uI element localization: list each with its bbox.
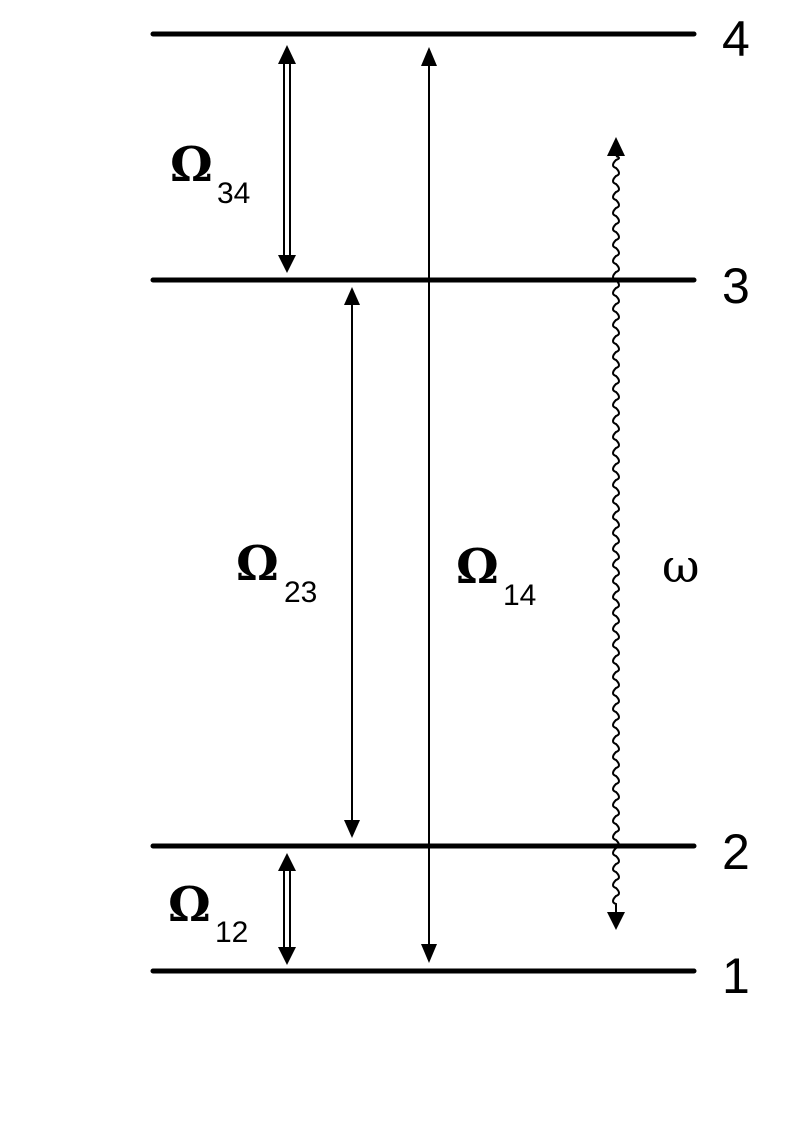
omega34-label: Ω 34 xyxy=(170,137,250,210)
arrow-head-up xyxy=(278,45,296,64)
arrow-head-up xyxy=(421,47,437,66)
arrow-head-up xyxy=(344,287,360,305)
omega23-label: Ω 23 xyxy=(236,536,317,609)
omega34-double-arrow xyxy=(278,45,296,273)
field-wavy-arrow xyxy=(607,137,625,930)
omega12-symbol: Ω xyxy=(168,877,211,933)
omega12-double-arrow xyxy=(278,853,296,965)
arrow-head-down xyxy=(278,255,296,273)
omega12-subscript: 12 xyxy=(215,916,248,949)
omega12-label: Ω 12 xyxy=(168,877,248,949)
level-4-label: 4 xyxy=(722,11,750,67)
arrow-head-down xyxy=(278,947,296,965)
omega34-subscript: 34 xyxy=(217,177,250,210)
wavy-line xyxy=(612,155,620,912)
omega14-label: Ω 14 xyxy=(456,539,536,612)
arrow-head-down xyxy=(344,820,360,838)
omega14-subscript: 14 xyxy=(503,579,536,612)
omega23-arrow xyxy=(344,287,360,838)
arrow-head-down xyxy=(607,912,625,930)
level-1-label: 1 xyxy=(722,948,750,1004)
level-2-label: 2 xyxy=(722,824,750,880)
omega34-symbol: Ω xyxy=(170,137,213,193)
omega14-arrow xyxy=(421,47,437,963)
level-3-label: 3 xyxy=(722,258,750,314)
omega23-subscript: 23 xyxy=(284,576,317,609)
arrow-head-down xyxy=(421,944,437,963)
omega14-symbol: Ω xyxy=(456,539,499,595)
arrow-head-up xyxy=(278,853,296,871)
field-omega-label: ω xyxy=(662,539,700,593)
omega23-symbol: Ω xyxy=(236,536,279,592)
arrow-head-up xyxy=(607,137,625,156)
